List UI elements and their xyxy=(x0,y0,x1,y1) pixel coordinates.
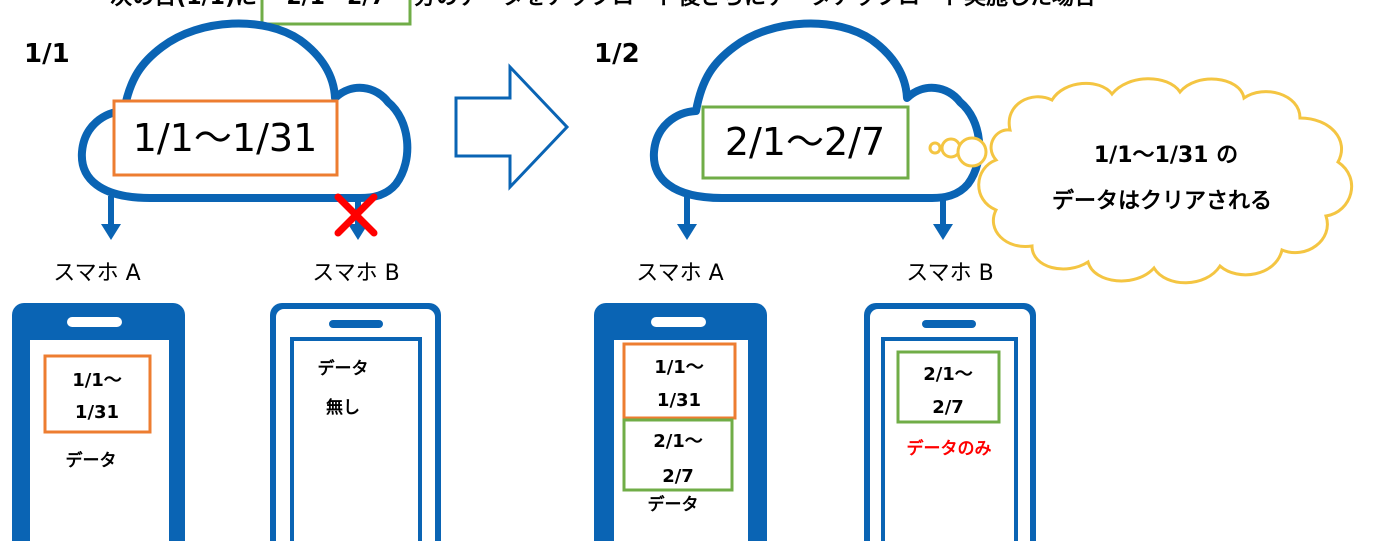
phone-speaker-icon xyxy=(67,317,122,327)
data-box-line1: 2/1～ xyxy=(923,364,973,385)
header-caption: 次の日(1/1)に 2/1～2/7 分のデータをアップロード後さらにデータアップ… xyxy=(110,0,1097,26)
header-text-after: 分のデータをアップロード後さらにデータアップロード実施した場合 xyxy=(414,0,1097,10)
data-box-old-line2: 1/31 xyxy=(657,390,701,411)
data-box-new-line2: 2/7 xyxy=(662,466,694,487)
transition-arrow-icon xyxy=(454,63,570,191)
left-phone-a-label: スマホ A xyxy=(53,261,140,286)
phone-speaker-icon xyxy=(329,320,383,328)
right-phone-a-label: スマホ A xyxy=(636,261,723,286)
left-phone-a: 1/1～ 1/31 データ xyxy=(12,303,185,541)
right-phone-a: 1/1～ 1/31 2/1～ 2/7 データ xyxy=(594,303,767,541)
phone-speaker-icon xyxy=(651,317,706,327)
right-date-label: 1/2 xyxy=(594,39,640,69)
right-phone-b-label: スマホ B xyxy=(906,261,993,286)
phone-speaker-icon xyxy=(922,320,976,328)
phone-caption: データ xyxy=(648,494,699,515)
left-date-label: 1/1 xyxy=(24,39,70,69)
data-box-new-line1: 2/1～ xyxy=(653,431,703,452)
phone-text-line1: データ xyxy=(318,358,369,379)
data-box-line1: 1/1～ xyxy=(72,370,122,391)
phone-screen xyxy=(290,337,422,541)
data-box-new xyxy=(622,418,734,492)
thought-bubble-dots xyxy=(928,136,988,168)
right-cloud-data-box xyxy=(701,105,910,180)
phone-caption-highlight: データのみ xyxy=(907,438,992,459)
phone-text-line2: 無し xyxy=(326,397,360,418)
blocked-x-icon xyxy=(334,193,378,237)
left-cloud-data-text: 1/1～1/31 xyxy=(133,116,318,160)
data-box-old xyxy=(622,342,737,420)
left-cloud-data-box xyxy=(112,99,339,177)
left-phone-b: データ 無し xyxy=(270,303,441,541)
thought-text-line1: 1/1～1/31 の xyxy=(1094,143,1238,168)
thought-text-line2: データはクリアされる xyxy=(1052,188,1272,214)
data-box-line2: 1/31 xyxy=(75,402,119,423)
data-box xyxy=(896,350,1001,424)
thought-bubble-cloud xyxy=(977,77,1354,285)
header-text-before: 次の日(1/1)に xyxy=(110,0,257,10)
header-highlight-box xyxy=(260,0,412,26)
right-arrow-to-phone-a xyxy=(677,196,697,240)
data-box-old-line1: 1/1～ xyxy=(654,357,704,378)
right-arrow-to-phone-b xyxy=(933,196,953,240)
left-phone-b-label: スマホ B xyxy=(312,261,399,286)
data-box xyxy=(43,354,152,434)
phone-caption: データ xyxy=(66,450,117,471)
left-arrow-to-phone-a xyxy=(101,196,121,240)
right-cloud-data-text: 2/1～2/7 xyxy=(725,120,885,164)
left-cloud xyxy=(77,19,412,202)
data-box-line2: 2/7 xyxy=(932,397,964,418)
header-highlight-text: 2/1～2/7 xyxy=(286,0,385,10)
right-phone-b: 2/1～ 2/7 データのみ xyxy=(864,303,1036,541)
